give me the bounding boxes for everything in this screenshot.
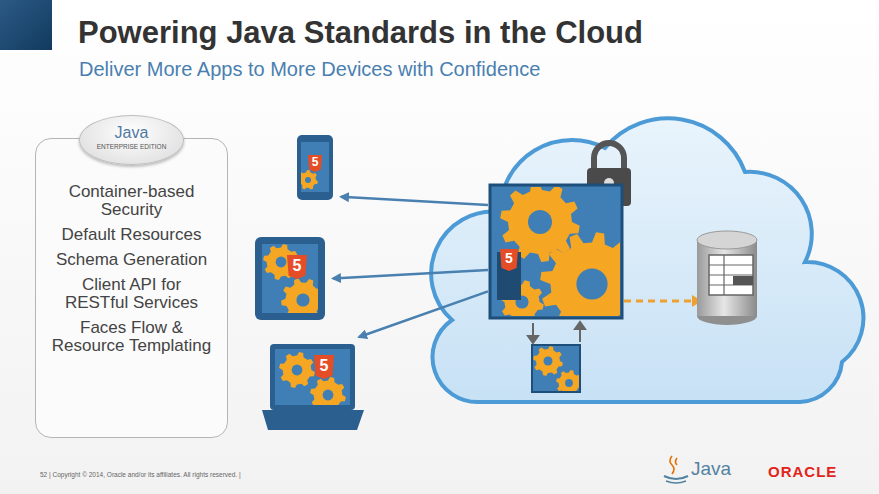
gear-hole — [305, 177, 311, 183]
device-node: 5 — [255, 237, 325, 320]
corner-block — [0, 0, 52, 50]
gear — [281, 279, 318, 314]
feature-item: Schema Generation — [50, 251, 213, 269]
oracle-logo: ORACLE — [768, 463, 837, 480]
slide-title: Powering Java Standards in the Cloud — [78, 15, 643, 51]
cloud — [431, 118, 863, 402]
gear — [540, 232, 620, 316]
gear — [301, 170, 318, 190]
gear — [533, 346, 563, 376]
database-icon — [697, 231, 757, 325]
laptop-base — [262, 410, 364, 430]
java-cup — [670, 456, 677, 474]
gear-hole — [576, 268, 607, 299]
java-wordmark: Java — [691, 458, 731, 480]
feature-list-box: Container-based SecurityDefault Resource… — [35, 138, 228, 438]
gear — [310, 377, 346, 405]
connector-arrow — [341, 197, 488, 205]
gear — [279, 352, 315, 388]
device-node: 5 — [297, 135, 333, 200]
html5-shield: 5 — [314, 355, 334, 379]
data-link — [624, 300, 692, 303]
subtitle: Deliver More Apps to More Devices with C… — [79, 58, 540, 81]
feature-item: Faces Flow & Resource Templating — [50, 319, 213, 355]
footer-copyright: 52 | Copyright © 2014, Oracle and/or its… — [40, 471, 241, 478]
badge-subtext: ENTERPRISE EDITION — [80, 143, 183, 150]
phone-icon — [297, 135, 333, 200]
gear-hole — [292, 365, 303, 376]
connector-arrow — [333, 270, 488, 278]
server-node: 5 — [490, 185, 622, 318]
gear — [556, 370, 579, 391]
feature-item: Container-based Security — [50, 183, 213, 219]
device-node: 5 — [262, 345, 365, 430]
html5-shield: 5 — [287, 255, 307, 279]
java-cup-base — [664, 476, 688, 479]
java-cup-saucer — [666, 481, 686, 483]
feature-item: Client API for RESTful Services — [50, 276, 213, 312]
sync-arrows — [528, 322, 585, 343]
html5-shield: 5 — [500, 249, 518, 271]
html5-shield: 5 — [308, 155, 322, 172]
gear-hole — [296, 293, 309, 306]
gear-hole — [323, 390, 334, 401]
gear-hole — [528, 210, 552, 234]
badge-wordmark: Java — [80, 125, 183, 142]
feature-item: Default Resources — [50, 226, 213, 244]
connector-arrow — [359, 291, 488, 337]
gear-hole — [544, 357, 553, 366]
gear-hole — [276, 257, 287, 268]
java-ee-badge: JavaENTERPRISE EDITION — [79, 115, 184, 165]
gear-hole — [565, 379, 573, 387]
